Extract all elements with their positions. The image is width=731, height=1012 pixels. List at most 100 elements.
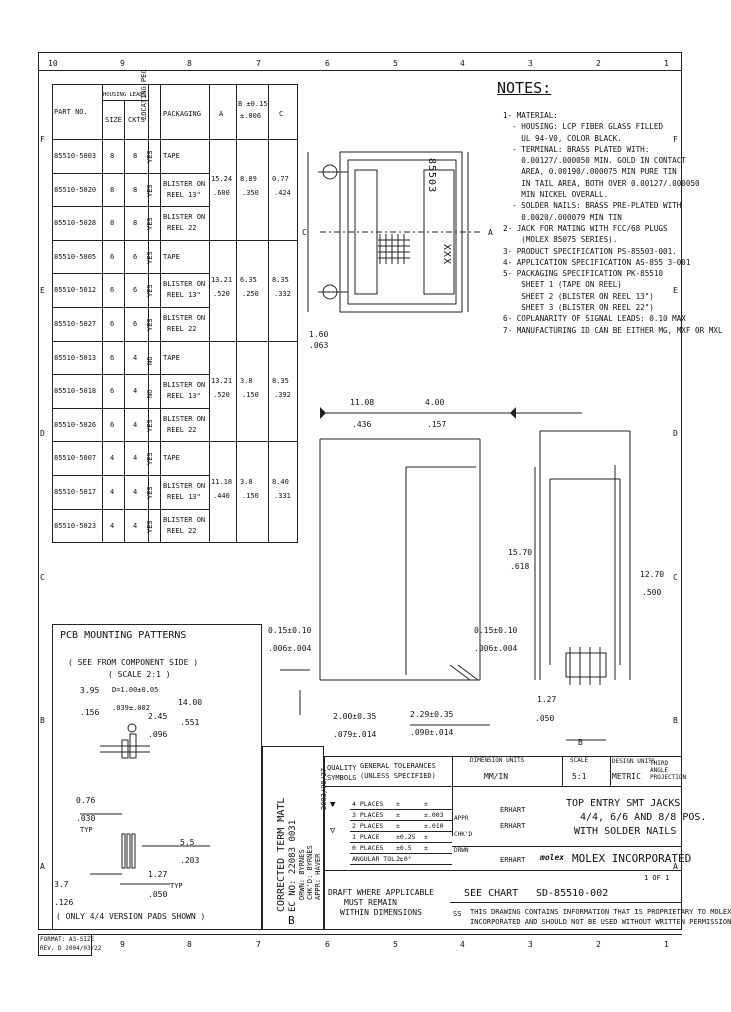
dimension-cell: 11.18 (211, 477, 233, 486)
pcb-sub2: ( SCALE 2:1 ) (108, 670, 171, 679)
packaging-cell-line2: REEL 13" (167, 392, 201, 401)
housing-size-cell: 8 (110, 152, 115, 160)
pcb-dim-1400: 14.00 (178, 698, 203, 707)
note-line: MIN NICKEL OVERALL. (503, 190, 609, 200)
circuits-cell: 6 (133, 252, 138, 261)
note-line: 7- MANUFACTURING ID CAN BE EITHER MG, MX… (503, 325, 723, 335)
tolerance-divider (350, 864, 452, 865)
dimension-cell: 3.8 (240, 477, 253, 486)
pcb-dim-127: 1.27 (148, 870, 168, 879)
zone-top-9: 9 (120, 59, 125, 68)
packaging-cell-line2: REEL 13" (167, 291, 201, 300)
dim-200-in: .079±.014 (333, 730, 377, 739)
packaging-cell: TAPE (163, 252, 180, 261)
tb-design-units: METRIC (612, 772, 641, 781)
note-line: 0.00127/.000050 MIN. GOLD IN CONTACT (503, 156, 686, 166)
tolerance-cell: 0 PLACES (352, 844, 384, 852)
zone-side-F-right: F (673, 135, 678, 144)
zone-side-E-right: E (673, 286, 678, 295)
zone-side-C: C (40, 573, 45, 582)
header-c: C (279, 110, 284, 118)
dimension-cell: .440 (213, 491, 230, 500)
note-line: 1- MATERIAL: (503, 111, 558, 120)
zone-top-1: 1 (664, 59, 669, 68)
locating-peg-cell: YES (146, 452, 154, 466)
circuits-cell: 4 (133, 521, 138, 530)
dimension-cell: 3.8 (240, 377, 253, 385)
zone-bottom-7: 7 (256, 940, 261, 949)
tolerance-divider (350, 853, 452, 854)
pcb-typ2: TYP (170, 882, 183, 890)
zone-side-B-right: B (673, 716, 678, 725)
zone-side-D: D (40, 429, 45, 438)
dim-200: 2.00±0.35 (333, 712, 377, 721)
packaging-cell: BLISTER ON (163, 381, 206, 390)
dim-015-left: 0.15±0.10 (268, 626, 312, 635)
rev-appr: APPR: HAVER (314, 853, 322, 900)
tolerance-cell: ± (424, 844, 428, 852)
housing-size-cell: 8 (110, 185, 115, 194)
circuits-cell: 4 (133, 420, 138, 429)
rev-desc: CORRECTED TERM MATL (276, 797, 287, 912)
dim-127-in: .050 (535, 714, 555, 723)
dimension-cell: 15.24 (211, 175, 233, 184)
part-number-cell: 85510-5026 (54, 420, 97, 429)
zone-side-C-right: C (673, 573, 678, 582)
table-row-divider (52, 441, 298, 443)
note-line: - HOUSING: LCP FIBER GLASS FILLED (503, 122, 664, 132)
dim-229-in: .090±.014 (410, 728, 454, 737)
header-b-tol: ±.006 (240, 112, 262, 120)
packaging-cell-line2: REEL 22 (167, 425, 197, 434)
zone-top-10: 10 (48, 59, 58, 68)
tolerance-cell: 1 PLACE (352, 833, 380, 841)
tb-see-chart: SEE CHART (464, 888, 519, 899)
part-number-cell: 85510-5017 (54, 488, 97, 496)
tb-dim-units: MM/IN (484, 772, 509, 781)
locating-peg-cell: NO (146, 389, 154, 399)
rev-ec: EC NO: 22083 0031 (288, 819, 298, 912)
tolerance-cell: 3 PLACES (352, 811, 384, 819)
housing-size-cell: 6 (110, 353, 115, 362)
pcb-dim-1400-in: .551 (180, 718, 200, 727)
tolerance-cell: ± (396, 822, 400, 830)
zone-top-3: 3 (528, 59, 533, 68)
dim-015-right-in: .006±.004 (474, 644, 518, 653)
housing-size-cell: 6 (110, 286, 115, 295)
dim-1570-in: .618 (510, 562, 530, 571)
table-row-divider (52, 374, 209, 376)
tolerance-cell: ± (396, 811, 400, 819)
zone-bottom-1: 1 (664, 940, 669, 949)
dimension-cell: .150 (242, 491, 259, 500)
zone-bottom-2: 2 (596, 940, 601, 949)
tolerance-cell: ±0.5 (396, 844, 412, 852)
tb-drwn-lbl: DRWN (454, 847, 469, 854)
dimension-cell: 8.35 (272, 377, 289, 385)
circuits-cell: 4 (133, 387, 138, 396)
packaging-cell: BLISTER ON (163, 179, 206, 188)
zone-side-E: E (40, 286, 45, 295)
dimension-cell: 0.77 (272, 175, 289, 184)
dim-015-right: 0.15±0.10 (474, 626, 518, 635)
packaging-cell: BLISTER ON (163, 414, 206, 423)
tolerance-cell: ±.003 (424, 811, 444, 819)
zone-top-7: 7 (256, 59, 261, 68)
zone-side-A-right: A (673, 862, 678, 871)
packaging-cell: BLISTER ON (163, 280, 206, 289)
dimension-cell: .332 (274, 290, 291, 299)
dimension-cell: .520 (213, 391, 230, 399)
table-row-divider (52, 475, 209, 476)
dimension-cell: .331 (274, 491, 291, 500)
locating-peg-cell: YES (146, 183, 154, 197)
dim-160-in: .063 (309, 341, 329, 350)
tb-company: MOLEX INCORPORATED (572, 852, 692, 865)
dimension-cell: .392 (274, 391, 291, 399)
pcb-sub1: ( SEE FROM COMPONENT SIDE ) (68, 658, 199, 667)
side-view-drawing (280, 407, 631, 741)
locating-peg-cell: YES (146, 284, 154, 298)
packaging-cell: TAPE (163, 353, 180, 362)
circuits-cell: 4 (133, 353, 138, 362)
pcb-dim-076: 0.76 (76, 796, 96, 805)
dim-c-label: C (302, 228, 307, 237)
dimension-cell: .424 (274, 189, 291, 198)
tolerance-divider (350, 809, 452, 810)
